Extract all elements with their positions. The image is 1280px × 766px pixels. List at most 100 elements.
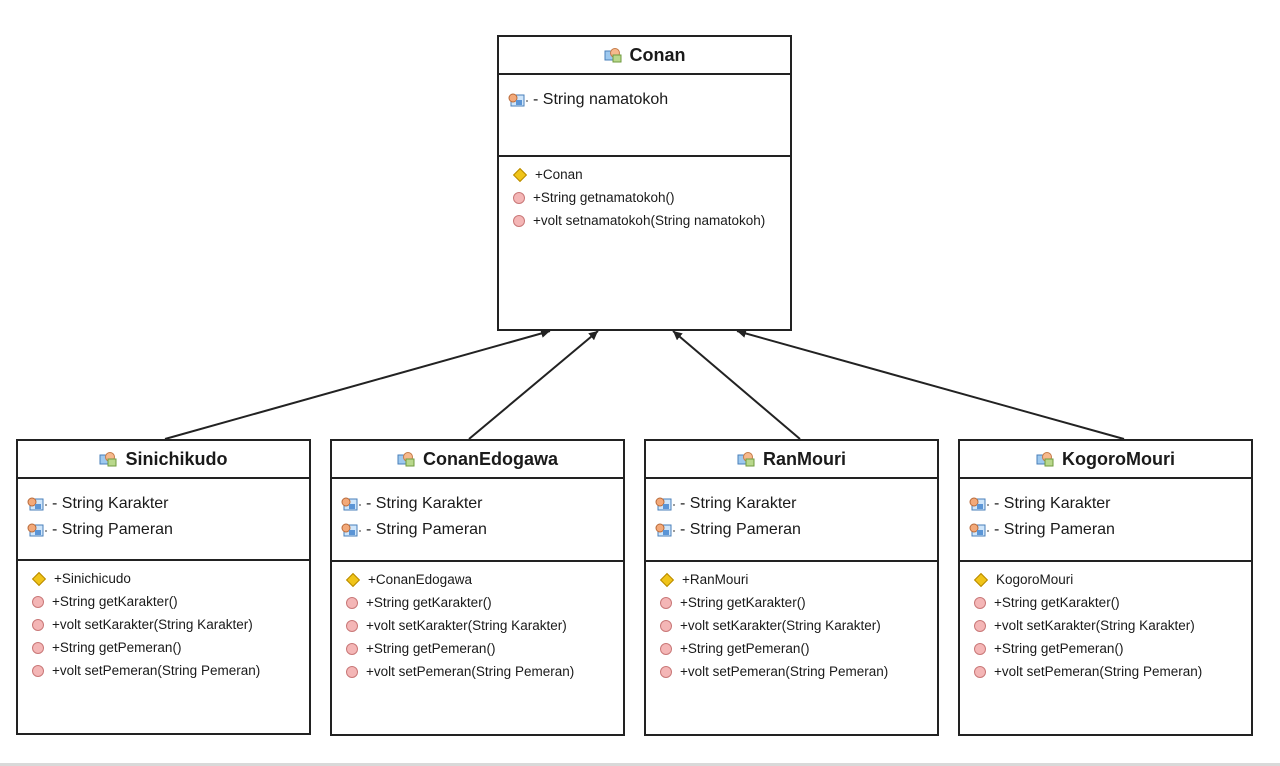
constructor-icon (512, 167, 528, 182)
method-icon (513, 214, 525, 227)
operation-label: +String getKarakter() (52, 594, 178, 609)
method-row: +String getPemeran() (346, 637, 623, 660)
class-box-ran-mouri: RanMouri - String Karakter - String Pamera… (644, 439, 939, 736)
field-icon (26, 522, 48, 538)
operations-section: KogoroMouri+String getKarakter() +volt se… (960, 562, 1251, 683)
operation-label: +volt setPemeran(String Pemeran) (680, 664, 889, 679)
class-icon (604, 47, 622, 63)
attribute-label: - String Pameran (366, 521, 487, 538)
method-icon (32, 618, 44, 631)
field-icon (968, 496, 990, 512)
attributes-section: - String Karakter - String Pameran (646, 479, 937, 562)
method-row: +volt setPemeran(String Pemeran) (660, 660, 937, 683)
constructor-row: +RanMouri (659, 568, 937, 591)
operation-label: +volt setnamatokoh(String namatokoh) (533, 213, 766, 228)
method-row: +String getPemeran() (974, 637, 1251, 660)
field-icon (654, 522, 676, 538)
attribute-label: - String namatokoh (533, 91, 669, 108)
field-icon (340, 496, 362, 512)
class-name: Conan (629, 44, 686, 65)
attribute-row: - String Pameran (26, 517, 309, 543)
attribute-row: - String Karakter (26, 491, 309, 517)
constructor-icon (31, 571, 47, 586)
method-icon (346, 665, 358, 678)
attribute-label: - String Pameran (680, 521, 801, 538)
method-icon (660, 665, 672, 678)
class-name: ConanEdogawa (422, 448, 558, 469)
class-box-kogoro-mouri: KogoroMouri - String Karakter - String Pam… (958, 439, 1253, 736)
operation-label: +volt setPemeran(String Pemeran) (366, 664, 575, 679)
method-icon (32, 595, 44, 608)
operation-label: +volt setKarakter(String Karakter) (366, 618, 567, 633)
method-icon (32, 664, 44, 677)
method-row: +volt setKarakter(String Karakter) (974, 614, 1251, 637)
attribute-label: - String Pameran (52, 521, 173, 538)
constructor-row: KogoroMouri (973, 568, 1251, 591)
attribute-row: - String Karakter (340, 491, 623, 517)
operation-label: +volt setPemeran(String Pemeran) (52, 663, 261, 678)
operation-label: +ConanEdogawa (368, 572, 472, 587)
method-row: +String getKarakter() (32, 590, 309, 613)
operation-label: +String getPemeran() (366, 641, 496, 656)
class-icon (1036, 451, 1054, 467)
operation-label: +volt setKarakter(String Karakter) (680, 618, 881, 633)
class-box-conan: Conan - String namatokoh +Conan +String get… (497, 35, 792, 331)
operations-section: +Sinichicudo +String getKarakter() +volt s… (18, 561, 309, 682)
method-icon (660, 619, 672, 632)
method-icon (513, 191, 525, 204)
field-icon (507, 92, 529, 108)
operations-section: +ConanEdogawa +String getKarakter() +volt … (332, 562, 623, 683)
attribute-label: - String Karakter (52, 495, 169, 512)
attribute-row: - String Pameran (340, 517, 623, 543)
method-icon (346, 642, 358, 655)
constructor-icon (973, 572, 989, 587)
method-row: +String getKarakter() (974, 591, 1251, 614)
method-icon (974, 665, 986, 678)
class-box-conan-edogawa: ConanEdogawa - String Karakter - String Pa… (330, 439, 625, 736)
method-row: +volt setKarakter(String Karakter) (660, 614, 937, 637)
method-icon (32, 641, 44, 654)
field-icon (654, 496, 676, 512)
constructor-row: +Conan (512, 163, 790, 186)
class-name: KogoroMouri (1062, 448, 1175, 469)
constructor-icon (345, 572, 361, 587)
operation-label: +String getPemeran() (994, 641, 1124, 656)
method-icon (660, 642, 672, 655)
class-header: Conan (499, 37, 790, 75)
method-icon (346, 596, 358, 609)
operation-label: +Conan (535, 167, 583, 182)
attribute-row: - String Pameran (968, 517, 1251, 543)
operation-label: +String getPemeran() (52, 640, 182, 655)
bottom-divider (0, 763, 1280, 766)
operation-label: +String getPemeran() (680, 641, 810, 656)
attribute-row: - String Karakter (654, 491, 937, 517)
attributes-section: - String Karakter - String Pameran (332, 479, 623, 562)
field-icon (26, 496, 48, 512)
method-row: +volt setKarakter(String Karakter) (346, 614, 623, 637)
class-name: Sinichikudo (125, 448, 228, 469)
operation-label: +Sinichicudo (54, 571, 131, 586)
attribute-row: - String Pameran (654, 517, 937, 543)
method-row: +String getPemeran() (32, 636, 309, 659)
class-header: Sinichikudo (18, 441, 309, 479)
method-row: +String getnamatokoh() (513, 186, 790, 209)
attribute-label: - String Karakter (680, 495, 797, 512)
operation-label: +String getKarakter() (366, 595, 492, 610)
attributes-section: - String Karakter - String Pameran (18, 479, 309, 561)
method-row: +String getKarakter() (660, 591, 937, 614)
attribute-label: - String Karakter (994, 495, 1111, 512)
method-row: +String getKarakter() (346, 591, 623, 614)
operation-label: +String getnamatokoh() (533, 190, 675, 205)
attribute-row: - String Karakter (968, 491, 1251, 517)
attribute-label: - String Pameran (994, 521, 1115, 538)
method-row: +volt setPemeran(String Pemeran) (974, 660, 1251, 683)
attribute-row: - String namatokoh (507, 87, 790, 113)
operation-label: +volt setKarakter(String Karakter) (994, 618, 1195, 633)
constructor-row: +ConanEdogawa (345, 568, 623, 591)
class-name: RanMouri (763, 448, 846, 469)
method-row: +volt setPemeran(String Pemeran) (346, 660, 623, 683)
class-icon (99, 451, 117, 467)
method-icon (974, 596, 986, 609)
method-row: +String getPemeran() (660, 637, 937, 660)
